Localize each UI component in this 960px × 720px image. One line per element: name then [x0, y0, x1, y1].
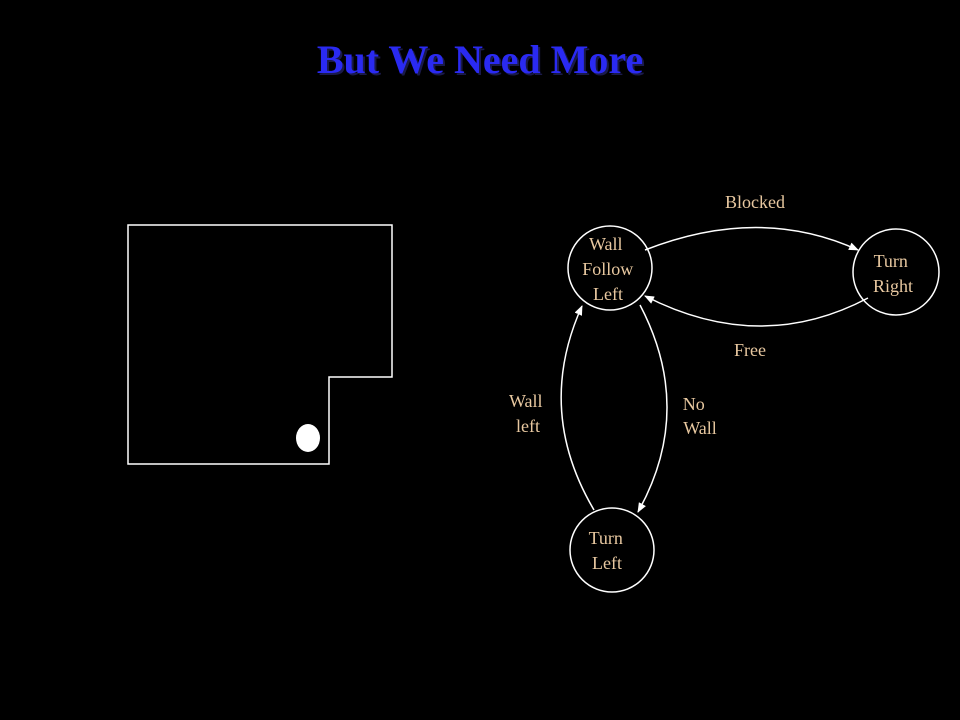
state-nodes: Wall Follow Left Turn Right Turn Left	[567, 225, 940, 593]
edge-label-line: Blocked	[725, 192, 785, 212]
edge-label-line: left	[516, 416, 540, 436]
state-circle	[569, 507, 655, 593]
edge-label-line: Wall	[683, 418, 717, 438]
edge-label-free: Free	[734, 340, 766, 360]
state-circle	[852, 228, 940, 316]
state-label-line: Follow	[582, 259, 633, 279]
edge-label-wall-left: Wall left	[509, 391, 547, 436]
state-label-line: Turn	[874, 251, 908, 271]
edge-label-line: No	[683, 394, 705, 414]
edge-label-line: Wall	[509, 391, 543, 411]
state-wall-follow-left: Wall Follow Left	[567, 225, 653, 311]
edge-label-blocked: Blocked	[725, 192, 785, 212]
state-label-wall-follow-left: Wall Follow Left	[582, 234, 638, 304]
edge-blocked	[644, 226, 859, 251]
slide-title: But We Need More	[316, 37, 644, 82]
state-label-line: Turn	[589, 528, 623, 548]
state-turn-left: Turn Left	[569, 507, 655, 593]
state-label-line: Left	[592, 553, 622, 573]
edge-free	[644, 295, 869, 327]
state-label-line: Left	[593, 284, 623, 304]
state-circle	[567, 225, 653, 311]
state-label-line: Right	[873, 276, 913, 296]
room-outline	[127, 224, 393, 465]
edge-label-no-wall: No Wall	[683, 394, 717, 438]
edge-wall-left	[560, 305, 595, 511]
transition-edges	[560, 226, 869, 513]
room-map	[127, 224, 393, 465]
edge-no-wall	[637, 304, 668, 513]
edge-label-line: Free	[734, 340, 766, 360]
transition-labels: Blocked Free No Wall Wall left	[509, 192, 785, 438]
state-turn-right: Turn Right	[852, 228, 940, 316]
robot-marker	[296, 424, 320, 452]
state-label-turn-right: Turn Right	[873, 251, 913, 296]
state-label-line: Wall	[589, 234, 623, 254]
state-label-turn-left: Turn Left	[589, 528, 628, 573]
